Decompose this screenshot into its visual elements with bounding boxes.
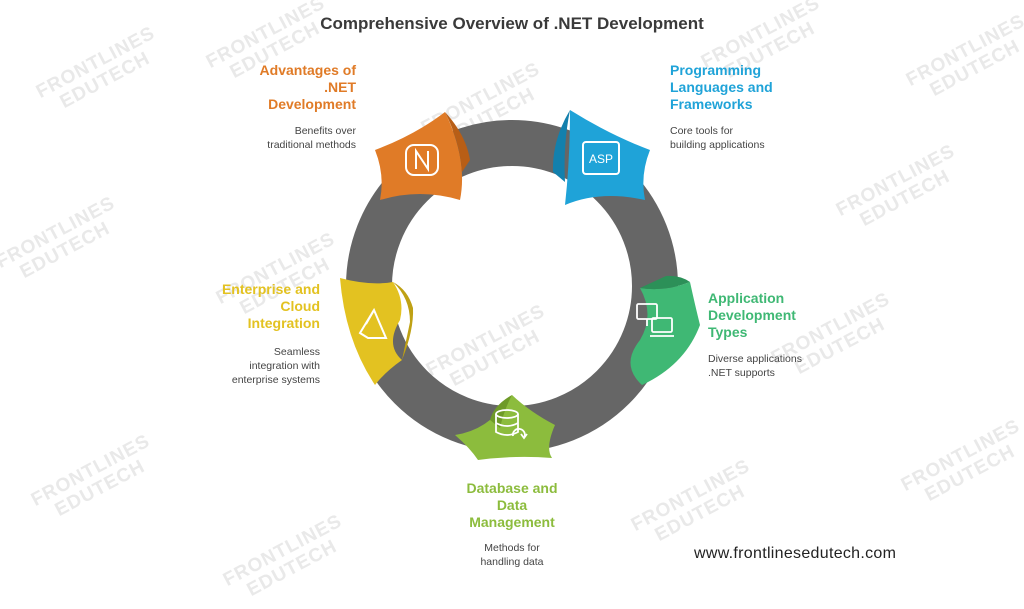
node-enterprise (340, 278, 414, 385)
cycle-diagram: ASP (340, 110, 700, 460)
desc-application: Diverse applications.NET supports (708, 353, 802, 379)
page-title: Comprehensive Overview of .NET Developme… (320, 14, 704, 33)
database-sync-icon (495, 409, 528, 440)
footer-url[interactable]: www.frontlinesedutech.com (694, 545, 897, 562)
node-advantages (375, 112, 470, 200)
node-programming: ASP (552, 110, 650, 205)
svg-text:ASP: ASP (589, 152, 613, 166)
node-application (630, 275, 700, 385)
node-database (455, 395, 555, 460)
azure-icon (358, 307, 388, 339)
nuget-icon (405, 144, 439, 176)
asp-icon: ASP (582, 141, 620, 175)
devices-icon (636, 303, 674, 337)
